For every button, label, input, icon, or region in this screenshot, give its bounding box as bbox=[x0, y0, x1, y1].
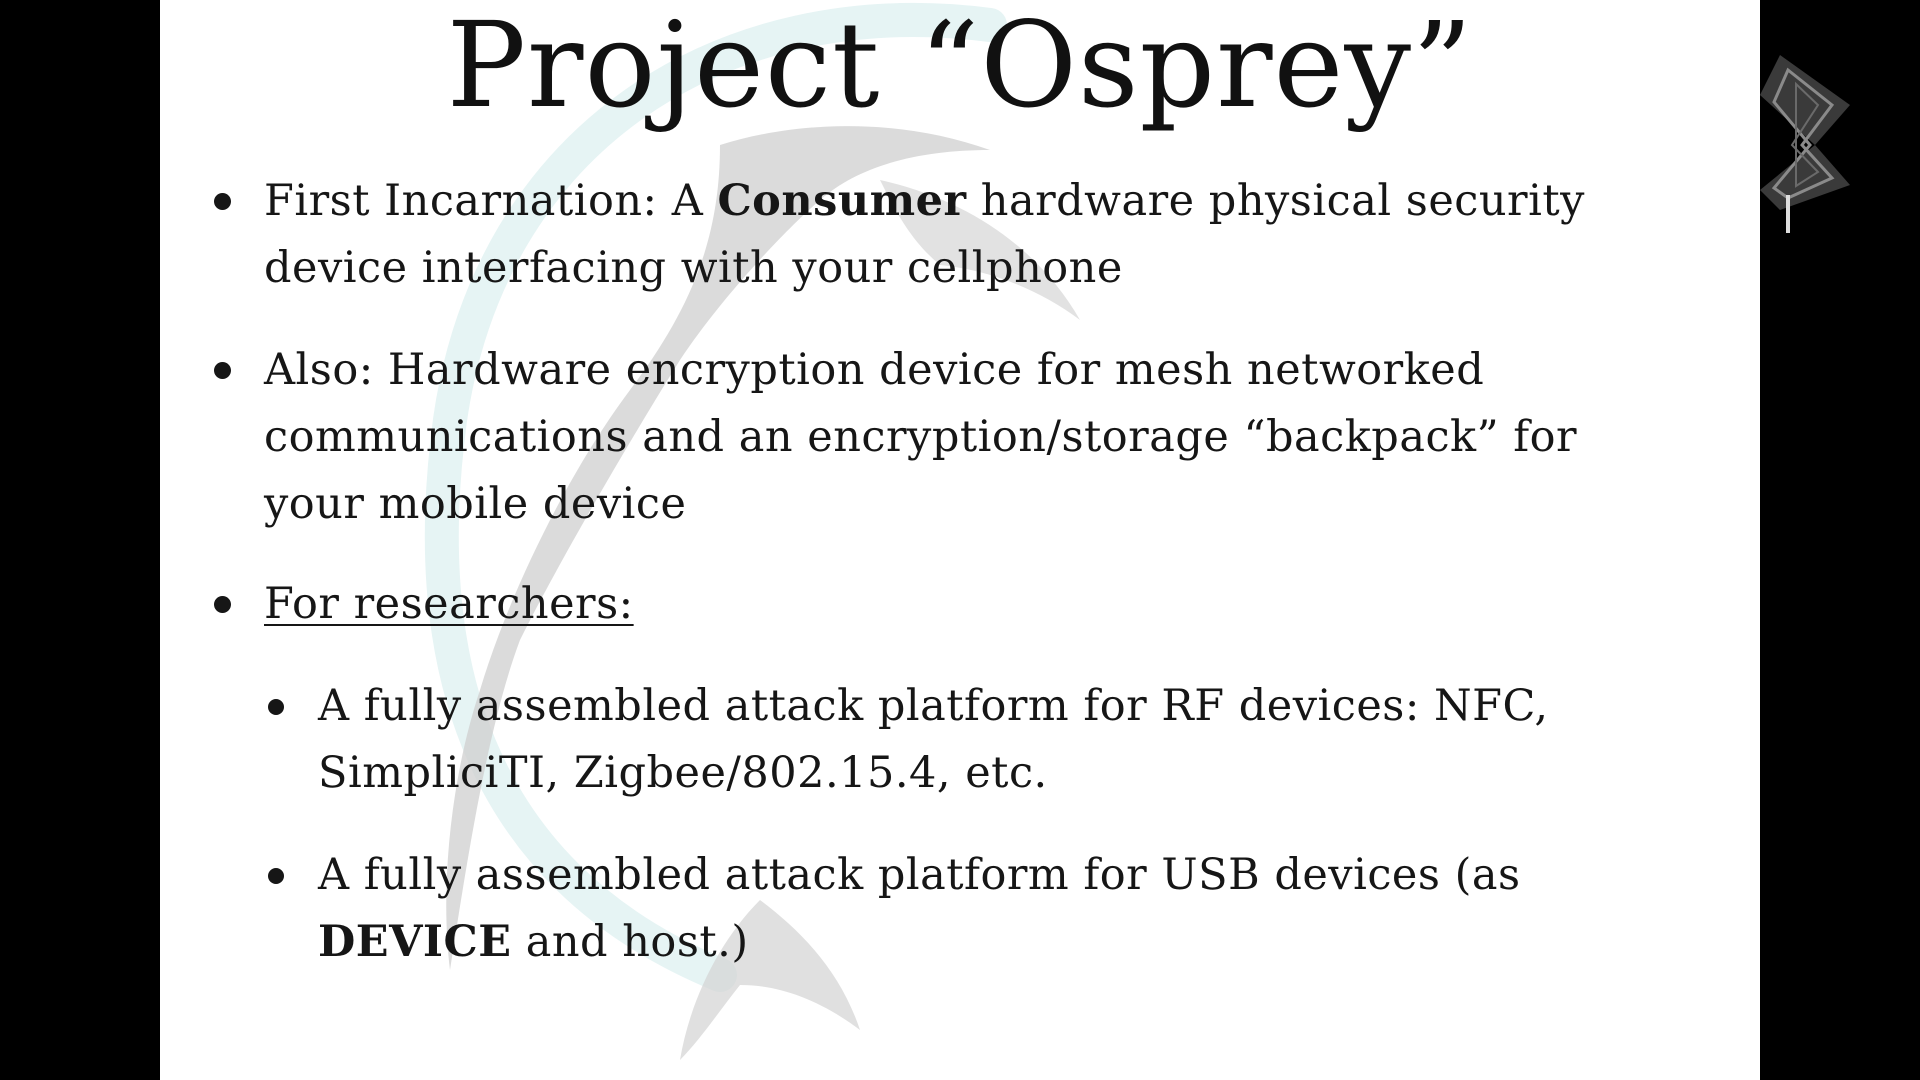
bullet-dot bbox=[268, 699, 284, 715]
bullet-line: device interfacing with your cellphone bbox=[264, 243, 1123, 293]
bullet-line: communications and an encryption/storage… bbox=[264, 412, 1578, 462]
bullet-dot bbox=[268, 868, 284, 884]
bullet-text: First Incarnation: A bbox=[264, 176, 718, 226]
bullet-bold-text: Consumer bbox=[717, 176, 967, 226]
bullet-line: A fully assembled attack platform for RF… bbox=[318, 681, 1549, 731]
bullet-text: and host.) bbox=[511, 917, 749, 967]
conference-logo-icon bbox=[1760, 55, 1850, 233]
bullet-line: First Incarnation: A Consumer hardware p… bbox=[264, 168, 1585, 235]
bullet-line: SimpliciTI, Zigbee/802.15.4, etc. bbox=[318, 748, 1048, 798]
subbullet-item: A fully assembled attack platform for RF… bbox=[268, 673, 1549, 807]
subbullet-item: A fully assembled attack platform for US… bbox=[268, 842, 1521, 976]
bullet-line: A fully assembled attack platform for US… bbox=[318, 850, 1521, 900]
bullet-underlined-text: For researchers: bbox=[264, 579, 634, 629]
bullet-line: For researchers: bbox=[264, 571, 634, 638]
bullet-line: your mobile device bbox=[264, 479, 687, 529]
bullet-line: DEVICE and host.) bbox=[318, 909, 1521, 976]
bullet-dot bbox=[214, 362, 231, 379]
bullet-item: Also: Hardware encryption device for mes… bbox=[214, 337, 1578, 538]
slide-title: Project “Osprey” bbox=[446, 0, 1474, 134]
osprey-watermark-icon bbox=[424, 3, 1080, 1060]
bullet-line: Also: Hardware encryption device for mes… bbox=[264, 345, 1485, 395]
bullet-text: hardware physical security bbox=[966, 176, 1585, 226]
bullet-item: For researchers: bbox=[214, 571, 634, 638]
slide-content: First Incarnation: A Consumer hardware p… bbox=[160, 0, 1760, 1080]
bullet-item: First Incarnation: A Consumer hardware p… bbox=[214, 168, 1585, 302]
presentation-slide: Project “Osprey” First Incarnation: A Co… bbox=[160, 0, 1760, 1080]
bullet-dot bbox=[214, 596, 231, 613]
bullet-dot bbox=[214, 193, 231, 210]
bullet-bold-text: DEVICE bbox=[318, 917, 512, 967]
